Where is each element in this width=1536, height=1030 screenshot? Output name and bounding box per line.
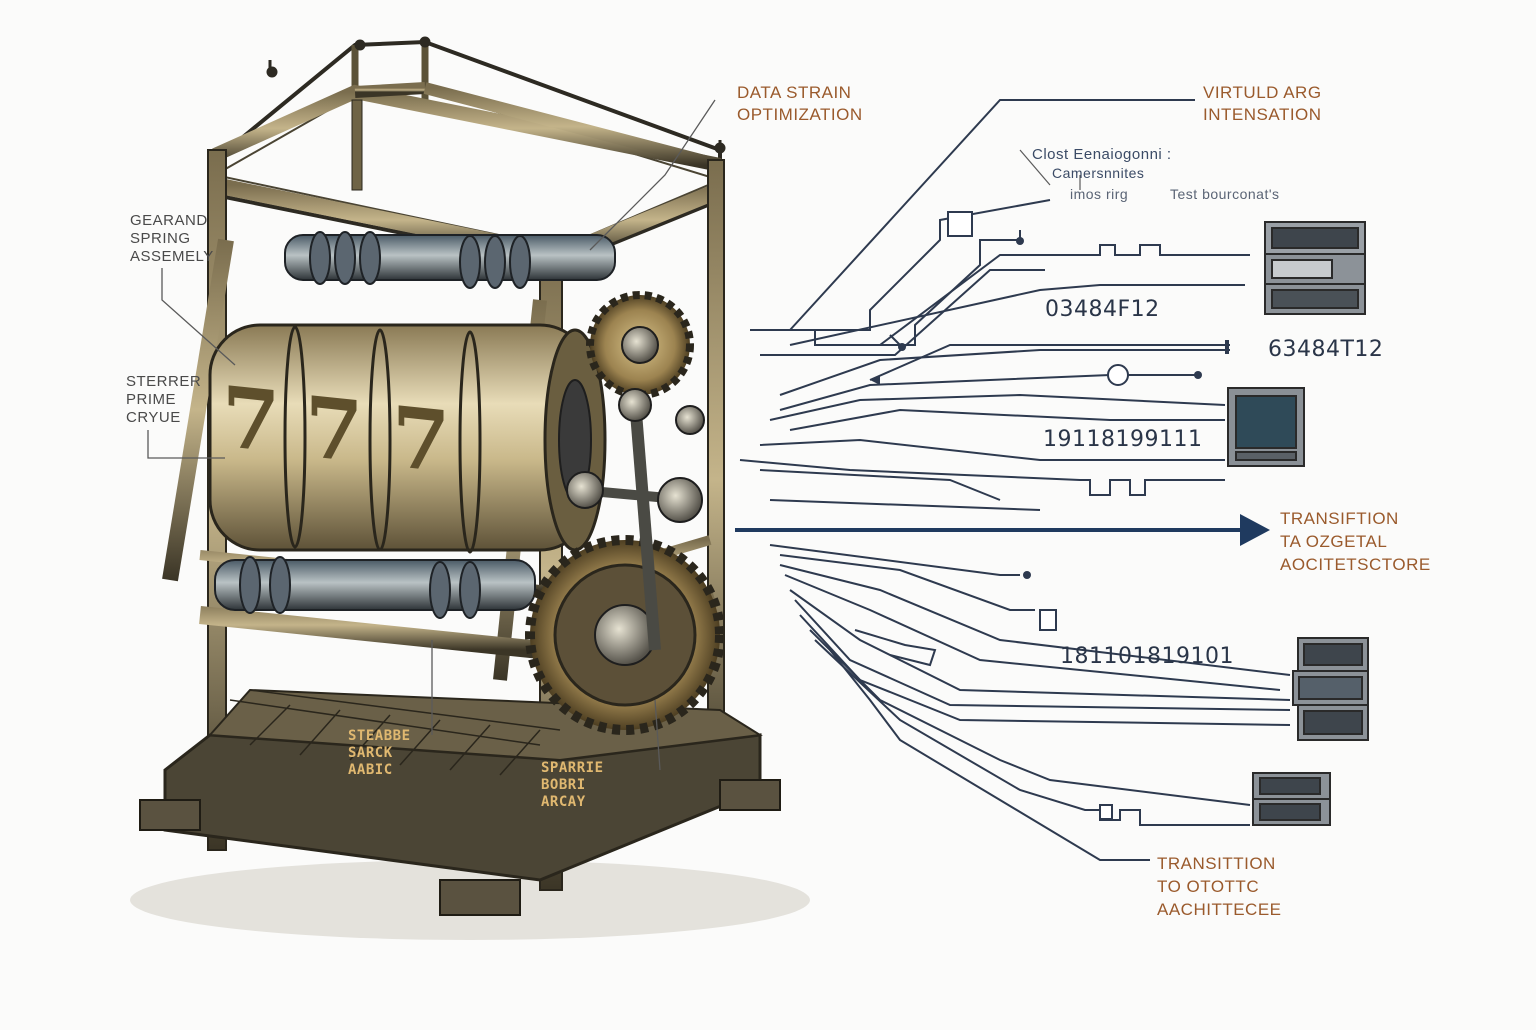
square-node-lower xyxy=(1039,609,1057,631)
reel-symbol-1: 7 xyxy=(222,366,281,473)
circle-node xyxy=(1107,364,1129,386)
number-3: 19118199111 xyxy=(1043,427,1203,452)
label-leaders-left xyxy=(147,99,716,771)
server-stack-top xyxy=(1264,221,1366,315)
circuit-lines xyxy=(739,99,1291,861)
small-node xyxy=(1099,804,1113,820)
label-clost-line2: Camersnnites xyxy=(1052,165,1145,181)
number-4: 181101819101 xyxy=(1060,644,1234,669)
label-virtuld: VIRTULD ARG INTENSATION xyxy=(1203,83,1322,124)
label-sterrer: STERRER PRIME CRYUE xyxy=(126,373,202,426)
lower-shaft xyxy=(214,556,536,619)
main-gear xyxy=(525,535,725,735)
top-gear xyxy=(586,291,694,399)
label-gear-spring: GEARAND SPRING ASSEMELY xyxy=(130,212,214,265)
server-stack-middle xyxy=(1292,637,1369,741)
reel-symbol-3: 7 xyxy=(392,386,451,493)
label-steabbe: STEABBE SARCK AABIC xyxy=(348,728,411,778)
label-sparie: SPARRIE BOBRI ARCAY xyxy=(541,760,604,810)
square-node xyxy=(947,211,973,237)
label-test-bourconat: Test bourconat's xyxy=(1170,186,1280,202)
number-1: 03484F12 xyxy=(1045,297,1160,322)
server-stack-bottom xyxy=(1252,772,1331,826)
label-data-strain: DATA STRAIN OPTIMIZATION xyxy=(737,83,863,124)
label-transittion: TRANSITTION TO OTOTTC AACHITTECEE xyxy=(1157,854,1282,919)
transition-arrow xyxy=(735,514,1270,546)
monitor-device xyxy=(1227,387,1305,467)
label-imos-ring: imos rirg xyxy=(1070,186,1129,202)
number-2: 63484T12 xyxy=(1268,337,1384,362)
label-clost-line1: Clost Eenaiogonni : xyxy=(1032,146,1172,163)
circuit-dots xyxy=(870,237,1229,579)
upper-shaft xyxy=(284,231,616,289)
label-transifition: TRANSIFTION TA OZGETAL AOCITETSCTORE xyxy=(1280,509,1431,574)
label-leaders-right xyxy=(1019,149,1081,190)
reel-symbol-2: 7 xyxy=(305,376,364,483)
linkage-arm xyxy=(566,388,705,651)
